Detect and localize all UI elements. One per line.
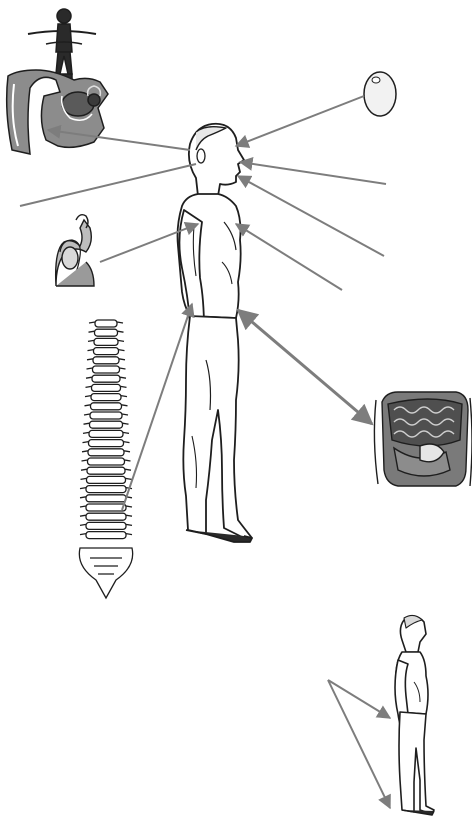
vertebra [86, 532, 126, 539]
vertebra [92, 384, 121, 391]
inner-ear-icon [7, 70, 108, 154]
vertebra [87, 476, 126, 483]
vertebra [95, 329, 118, 336]
vertebra [93, 357, 119, 364]
arrow-right-1-to-face [240, 162, 386, 184]
vertebra [86, 504, 126, 511]
sacrum [79, 548, 132, 598]
vertebra [89, 430, 123, 437]
arrow-abdomen-hip-double [238, 310, 372, 424]
vertebra [86, 495, 126, 502]
vertebra [86, 513, 126, 520]
arrow-right-3-to-chest [236, 224, 342, 290]
vertebra [86, 486, 126, 493]
egg-icon [364, 72, 396, 116]
vertebra [94, 348, 119, 355]
arrow-right-2-to-chin [238, 176, 384, 256]
standing-man-profile-icon [178, 124, 253, 542]
vertebra [92, 375, 120, 382]
vertebra [91, 403, 122, 410]
vertebra [86, 522, 126, 529]
small-standing-man-icon [395, 615, 434, 815]
line-left-to-head [20, 164, 196, 206]
arrow-spine-to-hip [122, 304, 192, 510]
arrow-egg-to-head [236, 96, 364, 146]
vertebra [90, 412, 122, 419]
vertebra [89, 440, 124, 447]
vertebra [90, 421, 123, 428]
vertebral-column-icon [79, 320, 132, 598]
vertebra [88, 449, 124, 456]
vertebra [91, 394, 121, 401]
vertebra [93, 366, 120, 373]
vertebra [94, 338, 118, 345]
woman-raising-arm-icon [56, 215, 94, 286]
vertebra [95, 320, 117, 327]
vertebra [87, 467, 125, 474]
vertebra [88, 458, 125, 465]
abdominal-organs-icon [374, 392, 472, 486]
